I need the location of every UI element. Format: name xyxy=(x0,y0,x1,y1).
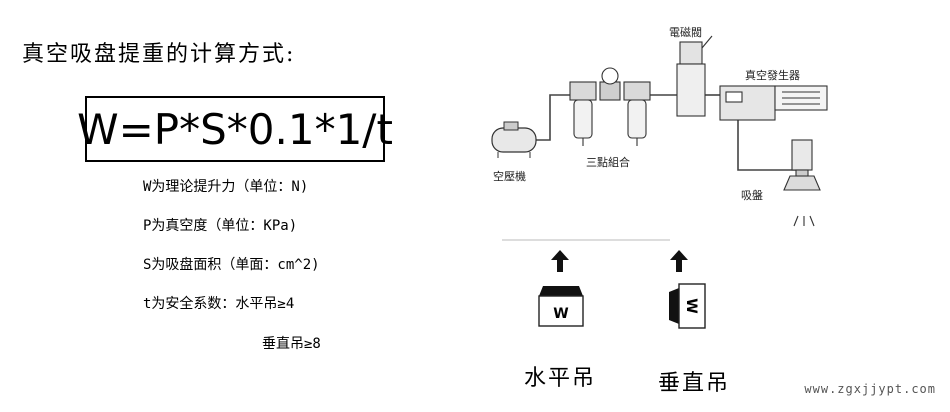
definition-w: W为理论提升力（单位：N) xyxy=(143,179,309,195)
pipe-generator-cup xyxy=(737,118,796,171)
horizontal-load-letter: W xyxy=(553,306,568,322)
label-air-compressor: 空壓機 xyxy=(493,170,526,183)
definition-t: t为安全系数：水平吊≥4 xyxy=(143,296,295,312)
label-frl-unit: 三點組合 xyxy=(586,156,630,169)
vacuum-system-diagram xyxy=(491,35,828,227)
formula: W=P*S*0.1*1/t xyxy=(77,104,393,154)
divider xyxy=(502,239,670,241)
formula-box: W=P*S*0.1*1/t xyxy=(77,96,393,162)
caption-vertical: 垂直吊 xyxy=(658,371,731,396)
vertical-load-letter: W xyxy=(683,298,699,313)
air-compressor-icon xyxy=(491,121,537,158)
frl-unit-icon xyxy=(569,67,651,146)
label-solenoid-valve: 電磁閥 xyxy=(669,26,702,39)
caption-horizontal: 水平吊 xyxy=(524,366,597,391)
definition-p: P为真空度（单位：KPa) xyxy=(143,218,298,234)
page-title: 真空吸盘提重的计算方式: xyxy=(22,42,296,67)
watermark: www.zgxjjypt.com xyxy=(804,382,936,396)
suction-cup-icon xyxy=(783,139,821,227)
definition-t-vertical: 垂直吊≥8 xyxy=(262,336,321,352)
definition-s: S为吸盘面积（单面：cm^2) xyxy=(143,257,320,273)
vacuum-generator-icon xyxy=(719,85,828,121)
vertical-lift-icon: W xyxy=(669,250,706,329)
label-suction-cup: 吸盤 xyxy=(741,189,763,202)
solenoid-valve-icon xyxy=(676,35,713,117)
pipe-compressor-frl xyxy=(535,94,570,141)
horizontal-lift-icon: W xyxy=(538,250,584,327)
label-vacuum-generator: 真空發生器 xyxy=(745,69,800,82)
